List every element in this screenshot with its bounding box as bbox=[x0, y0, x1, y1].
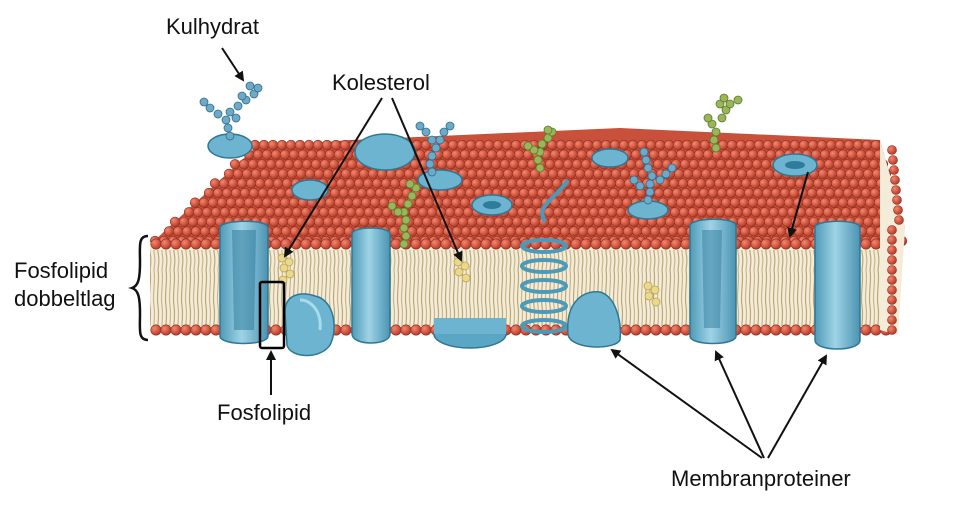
embedded-protein-3 bbox=[433, 318, 507, 349]
helix-protein bbox=[520, 178, 570, 334]
channel-protein-5 bbox=[814, 220, 861, 350]
channel-protein-2 bbox=[351, 227, 391, 344]
glycolipid-chains bbox=[387, 93, 743, 249]
channel-protein-1 bbox=[219, 220, 269, 345]
membrane-right-face bbox=[880, 140, 905, 335]
label-fosfolipid-dobbeltlag-line1: Fosfolipid bbox=[14, 258, 109, 283]
arrow-kulhydrat bbox=[221, 47, 245, 82]
label-kolesterol: Kolesterol bbox=[332, 70, 430, 95]
label-fosfolipid-dobbeltlag-line2: dobbeltlag bbox=[14, 286, 116, 311]
bilayer-brace bbox=[128, 234, 149, 342]
peripheral-protein-2 bbox=[567, 291, 622, 348]
arrow-membranprotein-2 bbox=[714, 350, 765, 459]
label-arrows bbox=[221, 47, 827, 459]
label-membranproteiner: Membranproteiner bbox=[671, 466, 851, 491]
phospholipid-highlight-box bbox=[258, 280, 286, 350]
label-kulhydrat: Kulhydrat bbox=[166, 14, 259, 39]
peripheral-protein-1 bbox=[284, 293, 335, 357]
cholesterol-molecules bbox=[277, 253, 661, 307]
arrow-kolesterol-left bbox=[283, 97, 383, 258]
label-fosfolipid: Fosfolipid bbox=[217, 400, 312, 425]
channel-protein-4 bbox=[689, 218, 737, 345]
arrow-membranprotein-3 bbox=[767, 354, 827, 459]
surface-proteins bbox=[207, 133, 818, 220]
carbohydrate-chains bbox=[199, 81, 677, 205]
label-fosfolipid-dobbeltlag: Fosfolipid dobbeltlag bbox=[14, 257, 116, 313]
arrow-membranprotein-top bbox=[787, 171, 809, 238]
arrow-membranprotein-1 bbox=[610, 348, 763, 459]
arrow-kolesterol-right bbox=[391, 97, 463, 262]
